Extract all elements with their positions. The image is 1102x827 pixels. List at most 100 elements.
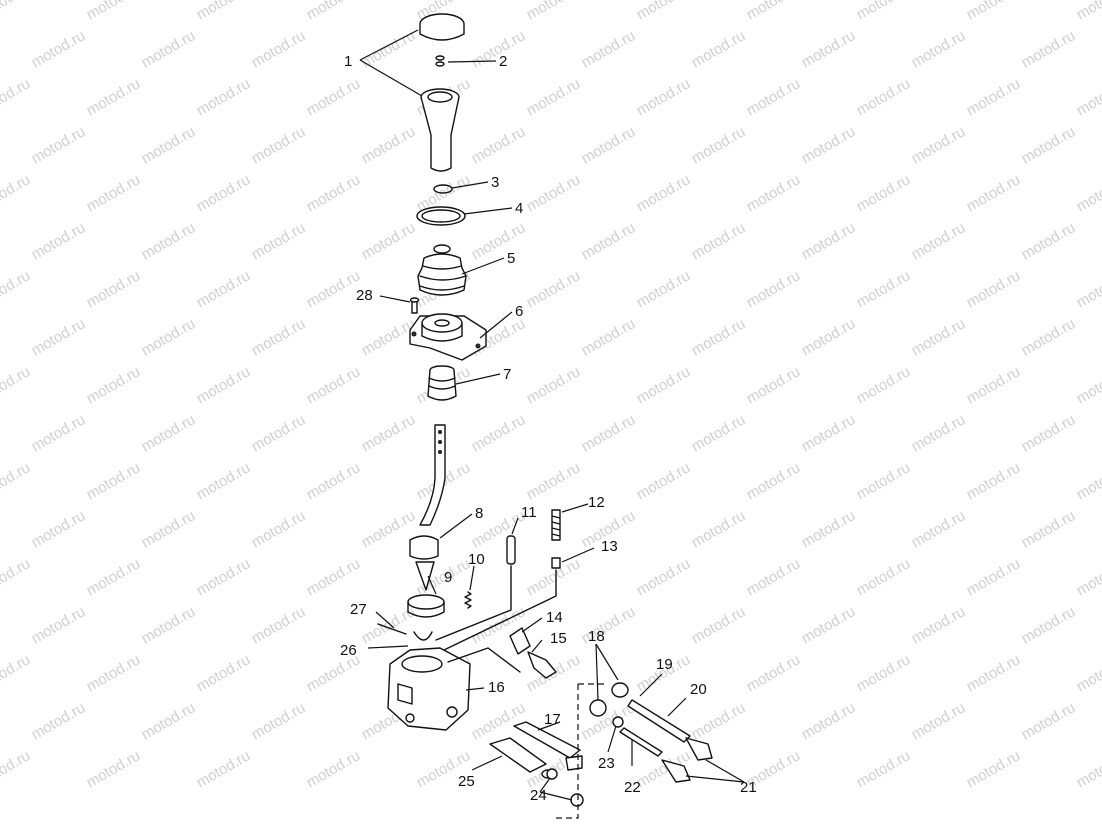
- cable-lines: [435, 565, 557, 673]
- watermark-text: motod.ru: [744, 459, 804, 503]
- watermark-text: motod.ru: [0, 171, 33, 215]
- watermark-text: motod.ru: [1074, 651, 1102, 695]
- watermark-text: motod.ru: [689, 315, 749, 359]
- watermark-text: motod.ru: [29, 27, 89, 71]
- watermark-text: motod.ru: [964, 267, 1024, 311]
- watermark-text: motod.ru: [964, 75, 1024, 119]
- watermark-text: motod.ru: [1019, 219, 1079, 263]
- callout-17: 17: [544, 711, 561, 728]
- watermark-text: motod.ru: [0, 363, 33, 407]
- part-1-knob: [419, 13, 465, 172]
- watermark-text: motod.ru: [304, 363, 364, 407]
- part-9-ring: [407, 594, 445, 618]
- watermark-text: motod.ru: [194, 363, 254, 407]
- watermark-text: motod.ru: [744, 555, 804, 599]
- watermark-text: motod.ru: [799, 219, 859, 263]
- watermark-text: motod.ru: [909, 315, 969, 359]
- watermark-text: motod.ru: [84, 747, 144, 791]
- part-3-oring: [433, 184, 453, 194]
- watermark-text: motod.ru: [359, 603, 419, 647]
- part-2-clip: [435, 55, 445, 67]
- watermark-text: motod.ru: [524, 171, 584, 215]
- callout-5: 5: [507, 250, 515, 267]
- watermark-text: motod.ru: [744, 0, 804, 23]
- part-11-pin: [506, 535, 516, 565]
- watermark-text: motod.ru: [854, 267, 914, 311]
- watermark-text: motod.ru: [304, 267, 364, 311]
- watermark-text: motod.ru: [0, 267, 33, 311]
- part-26-clip: [413, 631, 433, 641]
- watermark-text: motod.ru: [84, 267, 144, 311]
- callout-11: 11: [521, 504, 537, 521]
- watermark-text: motod.ru: [29, 507, 89, 551]
- watermark-text: motod.ru: [1074, 363, 1102, 407]
- watermark-text: motod.ru: [194, 555, 254, 599]
- watermark-text: motod.ru: [909, 699, 969, 743]
- callout-labels: 1 2 3 4 5 28 6 7 8 11 12 13 10 9 27 14 1…: [340, 53, 757, 804]
- callout-7: 7: [503, 366, 511, 383]
- watermark-text: motod.ru: [1019, 507, 1079, 551]
- callout-3: 3: [491, 174, 499, 191]
- watermark-text: motod.ru: [964, 555, 1024, 599]
- watermark-text: motod.ru: [0, 747, 33, 791]
- callout-15: 15: [550, 630, 567, 647]
- watermark-text: motod.ru: [249, 411, 309, 455]
- callout-23: 23: [598, 755, 615, 772]
- watermark-text: motod.ru: [579, 411, 639, 455]
- watermark-text: motod.ru: [634, 459, 694, 503]
- watermark-text: motod.ru: [84, 171, 144, 215]
- watermark-text: motod.ru: [304, 0, 364, 23]
- watermark-text: motod.ru: [964, 747, 1024, 791]
- watermark-text: motod.ru: [1019, 27, 1079, 71]
- watermark-text: motod.ru: [194, 651, 254, 695]
- watermark-text: motod.ru: [84, 75, 144, 119]
- watermark-text: motod.ru: [469, 699, 529, 743]
- watermark-text: motod.ru: [964, 171, 1024, 215]
- watermark-text: motod.ru: [854, 651, 914, 695]
- watermark-text: motod.ru: [84, 651, 144, 695]
- watermark-text: motod.ru: [29, 315, 89, 359]
- watermark-text: motod.ru: [744, 171, 804, 215]
- leader-lines: [359, 29, 745, 801]
- watermark-text: motod.ru: [744, 75, 804, 119]
- part-7-bellows: [427, 365, 457, 401]
- callout-22: 22: [624, 779, 641, 796]
- watermark-text: motod.ru: [909, 411, 969, 455]
- watermark-text: motod.ru: [744, 267, 804, 311]
- part-16-housing: [387, 647, 471, 731]
- watermark-text: motod.ru: [689, 699, 749, 743]
- watermark-text: motod.ru: [194, 459, 254, 503]
- watermark-text: motod.ru: [909, 219, 969, 263]
- part-18-23-tie-rods: [589, 682, 713, 783]
- watermark-text: motod.ru: [744, 651, 804, 695]
- part-12-stud: [551, 509, 561, 541]
- watermark-text: motod.ru: [634, 75, 694, 119]
- watermark-text: motod.ru: [249, 315, 309, 359]
- watermark-text: motod.ru: [909, 507, 969, 551]
- watermark-text: motod.ru: [909, 123, 969, 167]
- watermark-text: motod.ru: [1019, 603, 1079, 647]
- callout-13: 13: [601, 538, 618, 555]
- watermark-text: motod.ru: [1019, 411, 1079, 455]
- dashed-linkage-guide: [556, 683, 606, 819]
- watermark-text: motod.ru: [1019, 699, 1079, 743]
- watermark-text: motod.ru: [799, 315, 859, 359]
- part-6-housing: [409, 313, 487, 361]
- watermark-text: motod.ru: [579, 27, 639, 71]
- callout-6: 6: [515, 303, 523, 320]
- part-27-pin: [377, 623, 407, 635]
- watermark-text: motod.ru: [854, 0, 914, 23]
- watermark-text: motod.ru: [579, 123, 639, 167]
- callout-8: 8: [475, 505, 483, 522]
- watermark-text: motod.ru: [0, 75, 33, 119]
- watermark-text: motod.ru: [634, 267, 694, 311]
- callout-10: 10: [468, 551, 485, 568]
- callout-18: 18: [588, 628, 605, 645]
- callout-9: 9: [444, 569, 452, 586]
- watermark-text: motod.ru: [1074, 747, 1102, 791]
- part-17-25-shafts: [489, 721, 583, 779]
- part-8-lever: [409, 424, 446, 591]
- part-4-ring: [416, 206, 466, 226]
- watermark-text: motod.ru: [139, 219, 199, 263]
